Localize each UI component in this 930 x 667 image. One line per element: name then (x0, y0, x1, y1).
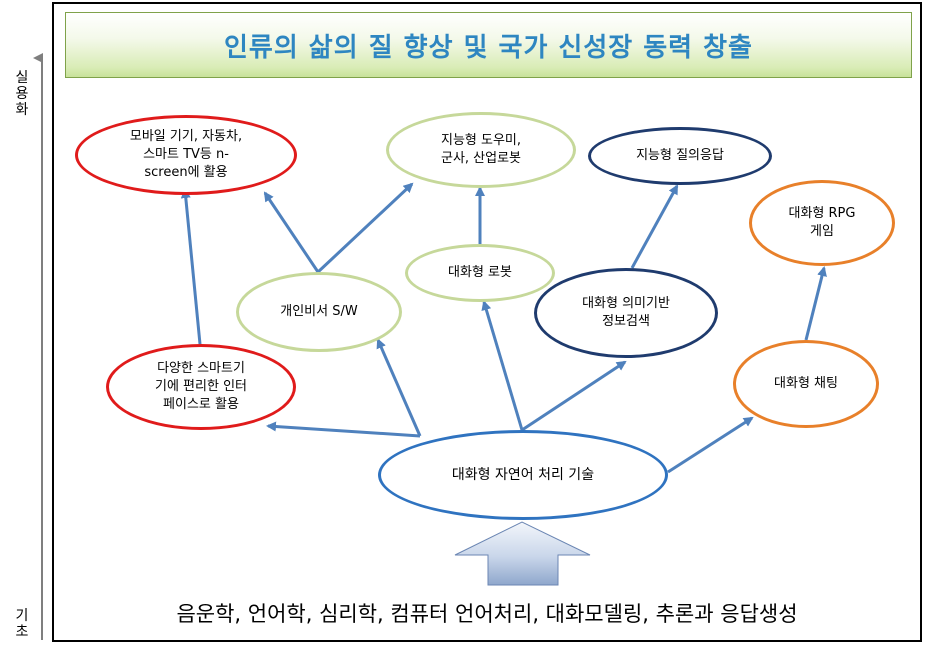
arrow-search-to-qa (630, 184, 679, 269)
arrow-core-to-smart-interface (266, 421, 421, 438)
arrow-assistant-to-helper (316, 182, 414, 274)
arrow-core-to-semantic-search (521, 360, 627, 432)
banner-title: 인류의 삶의 질 향상 및 국가 신성장 동력 창출 (65, 12, 912, 78)
node-personal-assistant: 개인비서 S/W (236, 272, 402, 352)
arrow-core-to-chatting (667, 416, 754, 474)
diagram-frame (52, 2, 922, 642)
node-dialog-robot: 대화형 로봇 (405, 244, 555, 302)
node-rpg-game: 대화형 RPG 게임 (749, 180, 895, 266)
node-mobile-devices: 모바일 기기, 자동차, 스마트 TV등 n- screen에 활용 (75, 115, 297, 195)
arrow-core-to-personal-assistant (376, 338, 422, 437)
node-intelligent-helper: 지능형 도우미, 군사, 산업로봇 (386, 112, 576, 188)
arrow-chatting-to-rpg (804, 266, 827, 341)
node-smart-interface: 다양한 스마트기 기에 편리한 인터 페이스로 활용 (106, 344, 296, 430)
node-semantic-search: 대화형 의미기반 정보검색 (534, 268, 718, 358)
arrow-smart-interface-to-mobile (180, 188, 202, 345)
foundation-fields: 음운학, 언어학, 심리학, 컴퓨터 언어처리, 대화모델링, 추론과 응답생성 (176, 602, 798, 626)
node-intelligent-qa: 지능형 질의응답 (588, 127, 772, 185)
arrow-core-to-robot (481, 300, 524, 431)
axis-top-label: 실 용 화 (15, 70, 29, 118)
axis-bottom-label: 기 초 (15, 608, 29, 640)
node-core-nlp: 대화형 자연어 처리 기술 (378, 430, 668, 520)
foundation-up-arrow (454, 521, 591, 586)
arrow-assistant-to-mobile (263, 191, 320, 273)
node-chatting: 대화형 채팅 (733, 340, 879, 428)
